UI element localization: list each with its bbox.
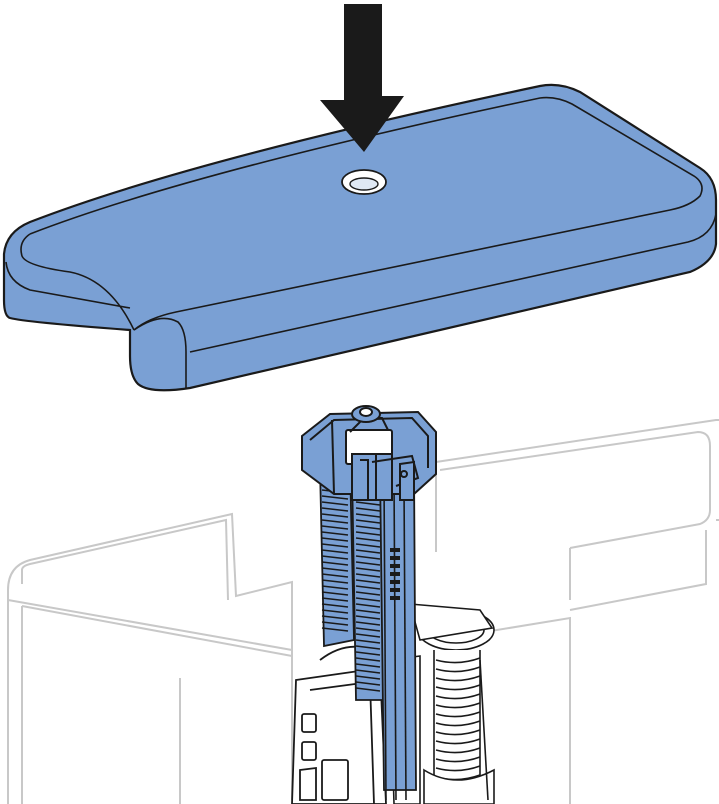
thread-line: [435, 747, 481, 754]
spring-coil: [355, 531, 381, 536]
guide-rods: [383, 479, 407, 801]
spring-coil: [355, 501, 381, 506]
thread-line: [435, 729, 481, 736]
spring-coil: [355, 603, 381, 608]
spring-coil: [321, 519, 349, 524]
thread-line: [435, 756, 481, 763]
spring-coil: [355, 639, 381, 644]
spring-coil: [355, 537, 381, 542]
spring-coil: [321, 507, 349, 512]
spring-coil: [321, 579, 349, 584]
actuator-head: [301, 405, 437, 501]
lid-button-hole-inner: [349, 177, 379, 191]
thread-line: [435, 675, 481, 682]
thread-line: [435, 657, 481, 664]
tank-lid: [2, 83, 718, 392]
spring-coil: [355, 615, 381, 620]
spring-coil: [355, 519, 381, 524]
spring-coil: [321, 621, 349, 626]
tank-rim-front: [569, 530, 707, 611]
spring-coil: [355, 687, 381, 692]
spring-coil: [355, 627, 381, 632]
lid-top-edge-left: [20, 233, 135, 331]
spring-coil: [355, 573, 381, 578]
lid-top-face-edge: [29, 96, 703, 331]
spring-coil: [321, 591, 349, 596]
spring-coil: [355, 645, 381, 650]
spring-coil: [321, 501, 349, 506]
tank-outer-outline: [7, 419, 719, 804]
tank-side-edge: [21, 606, 181, 804]
spring-coil: [321, 603, 349, 608]
spring-coil: [355, 657, 381, 662]
spring-coil: [321, 495, 349, 500]
spring-coil: [355, 633, 381, 638]
thread-line: [435, 666, 481, 673]
spring-coil: [355, 507, 381, 512]
spring-coil: [355, 513, 381, 518]
spring-coil: [355, 561, 381, 566]
spring-coil: [321, 525, 349, 530]
spring-coil: [355, 651, 381, 656]
thread-line: [435, 738, 481, 745]
lid-body: [2, 83, 718, 392]
arrow-down-icon: [320, 4, 404, 152]
spring-coil: [321, 513, 349, 518]
spring-coil: [355, 525, 381, 530]
spring-coil: [321, 585, 349, 590]
tank-inner-rim: [21, 430, 711, 601]
spring-coil: [355, 585, 381, 590]
spring-coil: [321, 561, 349, 566]
spring-coil: [321, 549, 349, 554]
spring-coil: [355, 669, 381, 674]
arrow-shape: [320, 4, 404, 152]
spring-coil: [321, 609, 349, 614]
thread-line: [435, 684, 481, 691]
spring-coil: [355, 567, 381, 572]
spring-coil: [321, 573, 349, 578]
spring-coil: [355, 543, 381, 548]
tank-front-wall: [7, 519, 719, 804]
thread-line: [435, 765, 481, 772]
spring-coil: [355, 609, 381, 614]
spring-coil: [355, 549, 381, 554]
lid-bottom-edge: [189, 213, 717, 353]
lid-left-bottom-edge: [5, 261, 131, 309]
thread-line: [435, 711, 481, 718]
lid-front-corner: [133, 317, 187, 388]
spring-coil: [321, 543, 349, 548]
spring-coil: [355, 579, 381, 584]
spring-coil: [321, 537, 349, 542]
flush-valve-assembly: [291, 405, 495, 804]
spring-coil: [355, 591, 381, 596]
thread-line: [435, 693, 481, 700]
spring-left: [321, 483, 349, 632]
thread-line: [435, 702, 481, 709]
spring-coil: [355, 621, 381, 626]
spring-coil: [355, 675, 381, 680]
spring-coil: [321, 615, 349, 620]
spring-coil: [321, 555, 349, 560]
spring-coil: [355, 681, 381, 686]
spring-coil: [321, 627, 349, 632]
cistern-tank: [7, 419, 719, 804]
spring-coil: [321, 531, 349, 536]
spring-coil: [355, 663, 381, 668]
spring-coil: [355, 597, 381, 602]
spring-coil: [355, 555, 381, 560]
spring-coil: [321, 567, 349, 572]
spring-coil: [321, 597, 349, 602]
thread-line: [435, 720, 481, 727]
